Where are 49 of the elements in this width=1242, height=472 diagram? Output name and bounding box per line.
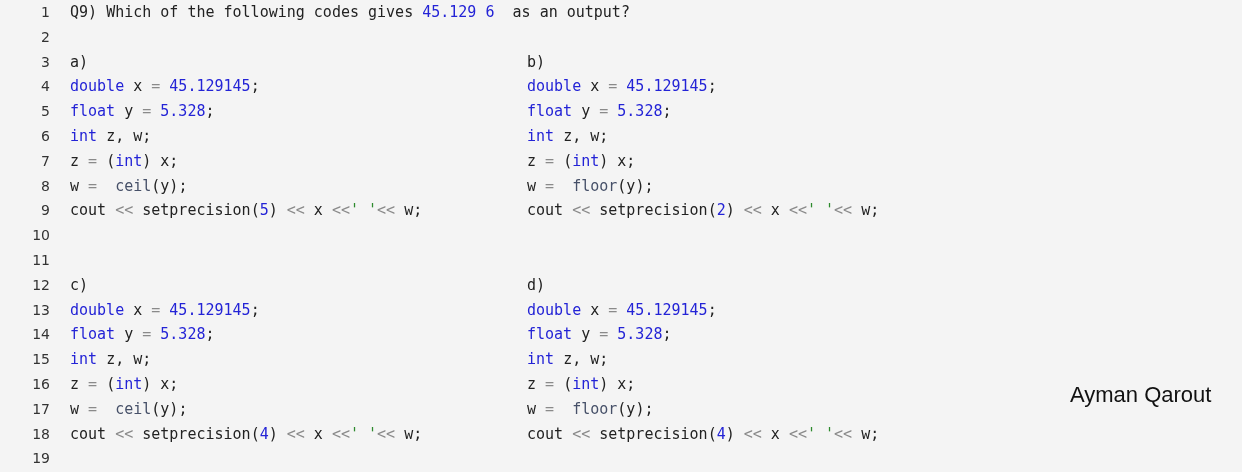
code-line: int z, w; <box>70 349 152 370</box>
code-line: w = floor(y); <box>527 398 654 419</box>
code-line: float y = 5.328; <box>70 324 215 345</box>
line-number: 3 <box>40 52 50 72</box>
code-line: cout << setprecision(4) << x <<' '<< w; <box>70 423 423 444</box>
line-number: 13 <box>31 300 50 320</box>
line-number: 8 <box>40 176 50 196</box>
line-number: 19 <box>31 449 50 469</box>
line-number: 2 <box>40 27 50 47</box>
line-number: 11 <box>31 251 50 270</box>
line-number: 10 <box>31 226 50 246</box>
code-line: z = (int) x; <box>527 150 636 171</box>
code-line: cout << setprecision(5) << x <<' '<< w; <box>70 200 423 221</box>
line-number: 15 <box>31 350 50 370</box>
code-line: float y = 5.328; <box>527 101 672 122</box>
code-line: int z, w; <box>70 126 152 146</box>
code-line: double x = 45.129145; <box>70 76 260 97</box>
line-number: 18 <box>31 424 50 444</box>
line-number: 16 <box>31 375 50 394</box>
line-number: 9 <box>40 201 50 221</box>
line-number: 1 <box>40 3 50 22</box>
option-letter: c) <box>70 274 89 295</box>
line-number: 7 <box>40 151 50 171</box>
line-number: 14 <box>31 325 50 345</box>
code-line: float y = 5.328; <box>70 101 215 122</box>
question-text: Q9) Which of the following codes gives 45.129 6 as an output? <box>70 2 630 22</box>
code-line: w = ceil(y); <box>70 175 188 196</box>
code-line: cout << setprecision(4) << x <<' '<< w; <box>527 423 880 444</box>
code-line: w = ceil(y); <box>70 398 188 419</box>
code-line: double x = 45.129145; <box>527 299 717 320</box>
code-line: z = (int) x; <box>70 150 179 171</box>
code-line: w = floor(y); <box>527 175 654 196</box>
code-line: int z, w; <box>527 126 609 146</box>
code-line: double x = 45.129145; <box>70 299 260 320</box>
code-line: z = (int) x; <box>527 374 636 394</box>
line-number: 6 <box>40 127 50 146</box>
code-line: cout << setprecision(2) << x <<' '<< w; <box>527 200 880 221</box>
line-number: 4 <box>40 77 50 97</box>
author-name: Ayman Qarout <box>1070 382 1212 408</box>
option-letter: b) <box>527 51 546 72</box>
line-number: 12 <box>31 275 50 295</box>
option-letter: d) <box>527 274 546 295</box>
code-line: float y = 5.328; <box>527 324 672 345</box>
option-letter: a) <box>70 51 89 72</box>
code-line: int z, w; <box>527 349 609 370</box>
line-number: 17 <box>31 399 50 419</box>
code-line: double x = 45.129145; <box>527 76 717 97</box>
line-number: 5 <box>40 102 50 122</box>
code-line: z = (int) x; <box>70 374 179 394</box>
